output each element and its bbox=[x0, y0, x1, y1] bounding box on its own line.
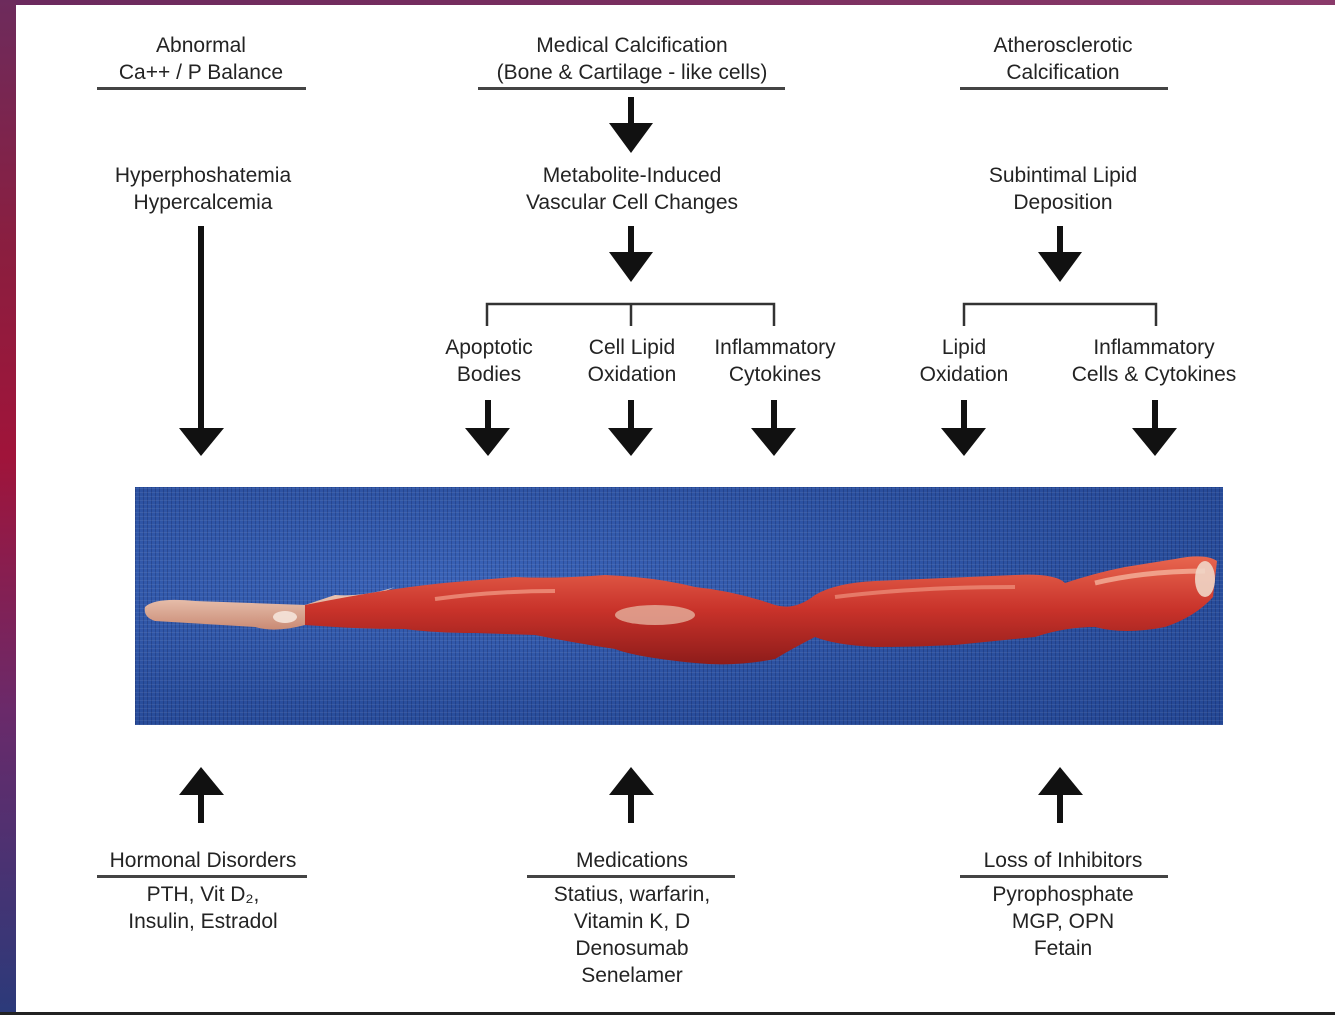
bottom-item: Vitamin K, D bbox=[554, 908, 710, 935]
arrow-shaft bbox=[1152, 400, 1158, 430]
specimen-calcified-patch bbox=[1195, 561, 1215, 597]
bottom-item: Insulin, Estradol bbox=[128, 908, 277, 935]
arrow-shaft bbox=[628, 97, 634, 123]
arrow-head bbox=[179, 767, 224, 795]
arrow-shaft bbox=[771, 400, 777, 430]
arrow-head bbox=[1038, 252, 1082, 282]
bottom-item: Senelamer bbox=[554, 962, 710, 989]
arrow-head bbox=[1038, 767, 1083, 795]
arrow-head bbox=[751, 428, 796, 456]
bottom-item: Fetain bbox=[992, 935, 1133, 962]
arrow-shaft bbox=[961, 400, 967, 430]
arrow-shaft bbox=[628, 400, 634, 430]
bottom-item: Pyrophosphate bbox=[992, 881, 1133, 908]
bottom-title-inhibitors: Loss of Inhibitors bbox=[984, 847, 1143, 874]
arrow-head bbox=[465, 428, 510, 456]
arrow-head bbox=[608, 428, 653, 456]
bottom-title-text: Medications bbox=[576, 847, 688, 874]
bottom-underline bbox=[527, 875, 735, 878]
bottom-underline bbox=[960, 875, 1168, 878]
arrow-head bbox=[609, 252, 653, 282]
arrow-head bbox=[1132, 428, 1177, 456]
arrow-shaft bbox=[628, 793, 634, 823]
bottom-items-medications: Statius, warfarin, Vitamin K, D Denosuma… bbox=[554, 881, 710, 989]
arrow-shaft bbox=[1057, 793, 1063, 823]
bottom-title-medications: Medications bbox=[576, 847, 688, 874]
arrow-shaft bbox=[628, 226, 634, 252]
specimen-calcified-patch bbox=[615, 605, 695, 625]
arrow-head bbox=[609, 123, 653, 153]
calcified-artery-photo bbox=[135, 487, 1223, 725]
artery-specimen-icon bbox=[135, 487, 1223, 725]
arrow-shaft bbox=[198, 793, 204, 823]
arrow-shaft bbox=[1057, 226, 1063, 252]
bottom-title-hormonal: Hormonal Disorders bbox=[110, 847, 297, 874]
specimen-calcified-patch bbox=[273, 611, 297, 623]
bottom-item: Denosumab bbox=[554, 935, 710, 962]
bottom-title-text: Loss of Inhibitors bbox=[984, 847, 1143, 874]
bottom-item: PTH, Vit D₂, bbox=[128, 881, 277, 908]
bottom-item: MGP, OPN bbox=[992, 908, 1133, 935]
arrow-head bbox=[941, 428, 986, 456]
arrow-shaft bbox=[198, 226, 204, 430]
bottom-items-inhibitors: Pyrophosphate MGP, OPN Fetain bbox=[992, 881, 1133, 962]
branch-bracket bbox=[964, 304, 1156, 326]
bottom-items-hormonal: PTH, Vit D₂, Insulin, Estradol bbox=[128, 881, 277, 935]
arrow-shaft bbox=[485, 400, 491, 430]
bottom-item: Statius, warfarin, bbox=[554, 881, 710, 908]
bottom-title-text: Hormonal Disorders bbox=[110, 847, 297, 874]
specimen-artery-body bbox=[305, 556, 1217, 664]
bottom-underline bbox=[97, 875, 307, 878]
arrow-head bbox=[609, 767, 654, 795]
arrow-head bbox=[179, 428, 224, 456]
